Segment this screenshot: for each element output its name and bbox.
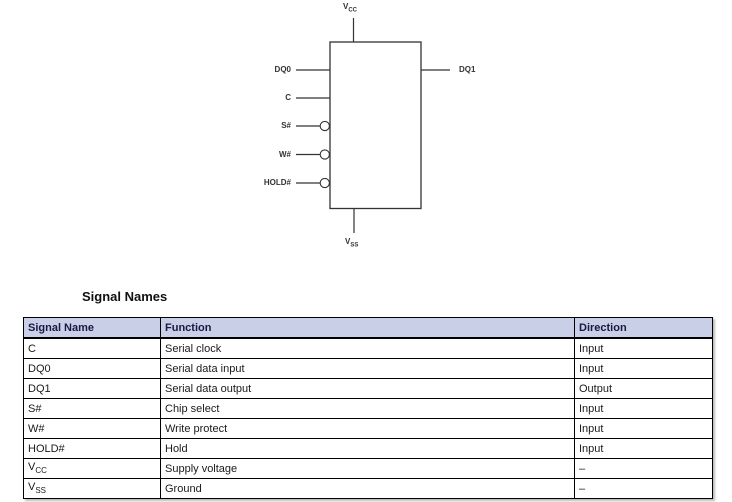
direction-cell: – bbox=[574, 478, 713, 499]
vss-subscript: SS bbox=[350, 242, 359, 249]
w-pin-label: W# bbox=[279, 150, 291, 159]
function-cell: Serial data output bbox=[160, 378, 575, 399]
signal-cell: DQ0 bbox=[23, 358, 161, 379]
direction-cell: Input bbox=[574, 337, 713, 359]
signal-cell: VSS bbox=[23, 478, 161, 499]
w-active-low-bubble bbox=[319, 149, 330, 160]
function-cell: Serial data input bbox=[160, 358, 575, 379]
vcc-pin-label: VCC bbox=[343, 2, 358, 14]
vss-pin-label: VSS bbox=[345, 237, 359, 249]
function-cell: Supply voltage bbox=[160, 458, 575, 479]
hold-active-low-bubble bbox=[319, 177, 330, 189]
signal-cell: VCC bbox=[23, 458, 161, 479]
direction-cell: Input bbox=[574, 398, 713, 419]
direction-cell: Output bbox=[574, 378, 713, 399]
direction-cell: Input bbox=[574, 418, 713, 439]
direction-cell: Input bbox=[574, 438, 713, 459]
direction-cell: – bbox=[574, 458, 713, 479]
hold-pin-label: HOLD# bbox=[263, 178, 291, 187]
dq0-pin-label: DQ0 bbox=[274, 65, 291, 74]
signal-cell: HOLD# bbox=[23, 438, 161, 459]
column-header-function: Function bbox=[160, 317, 575, 339]
dq1-pin-label: DQ1 bbox=[459, 65, 476, 74]
column-header-signal-name: Signal Name bbox=[23, 317, 161, 339]
function-cell: Chip select bbox=[160, 398, 575, 419]
pin-diagram-lines bbox=[296, 18, 450, 233]
function-cell: Write protect bbox=[160, 418, 575, 439]
signal-cell: W# bbox=[23, 418, 161, 439]
s-active-low-bubble bbox=[319, 120, 330, 132]
column-header-direction: Direction bbox=[574, 317, 713, 339]
direction-cell: Input bbox=[574, 358, 713, 379]
function-cell: Serial clock bbox=[160, 337, 575, 359]
chip-body bbox=[329, 41, 422, 210]
signal-cell: DQ1 bbox=[23, 378, 161, 399]
signal-cell: C bbox=[23, 337, 161, 359]
function-cell: Ground bbox=[160, 478, 575, 499]
pin-diagram: VCC DQ0 C S# W# HOLD# DQ1 VSS bbox=[263, 2, 476, 249]
signal-cell: S# bbox=[23, 398, 161, 419]
function-cell: Hold bbox=[160, 438, 575, 459]
s-pin-label: S# bbox=[281, 121, 291, 130]
vcc-subscript: CC bbox=[348, 7, 358, 14]
section-heading: Signal Names bbox=[82, 289, 168, 304]
c-pin-label: C bbox=[285, 93, 291, 102]
